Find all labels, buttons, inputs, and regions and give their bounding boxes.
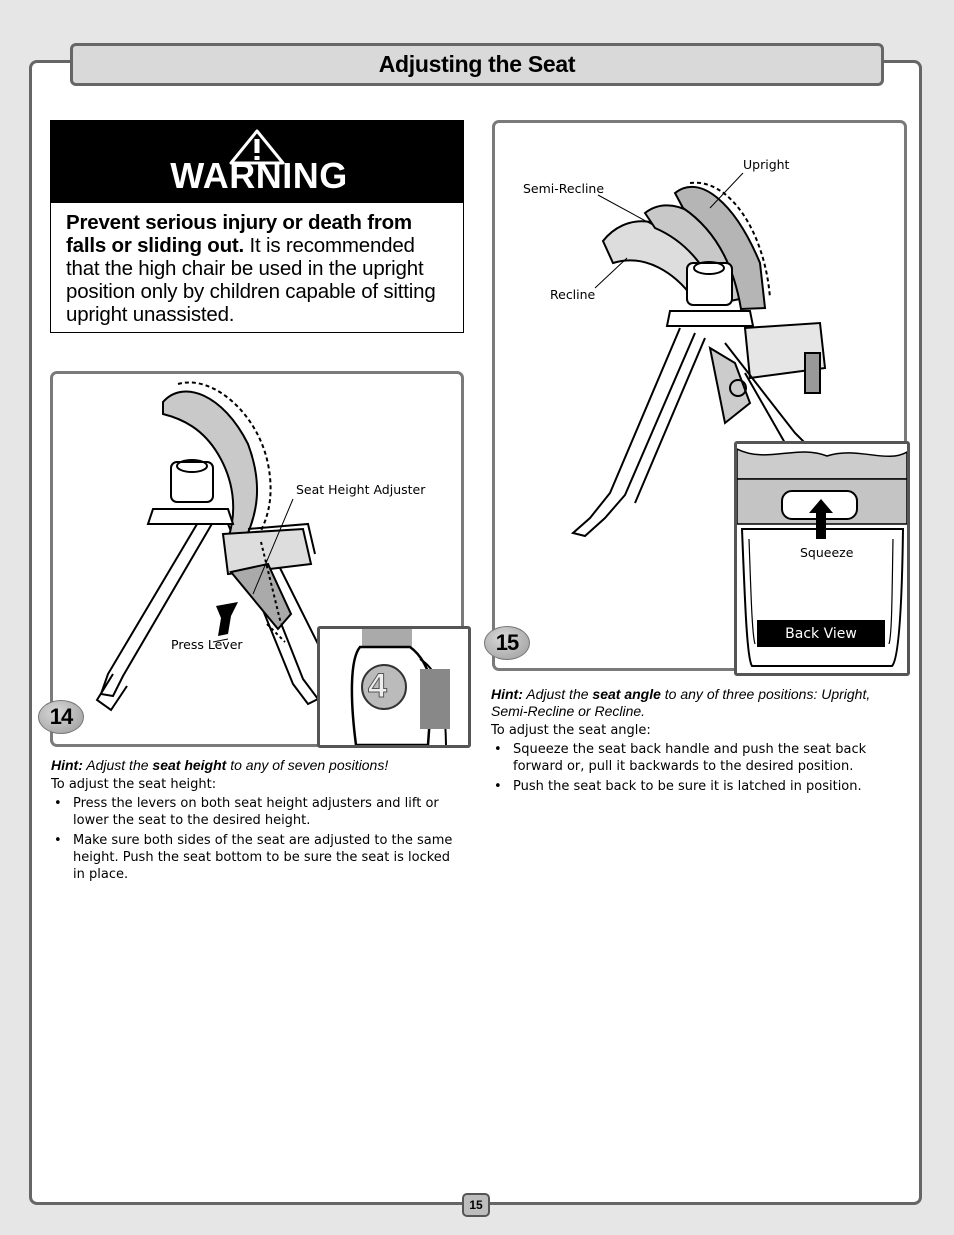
step15-hint-post: to any of three positions: Upright, Semi… [491, 686, 871, 719]
list-item: Press the levers on both seat height adj… [51, 795, 461, 829]
section-title: Adjusting the Seat [378, 51, 576, 77]
press-lever-label: Press Lever [171, 637, 243, 652]
step14-instructions: Hint: Adjust the seat height to any of s… [51, 757, 461, 886]
step14-hint-post: to any of seven positions! [226, 757, 389, 773]
warning-text: Prevent serious injury or death from fal… [51, 203, 463, 326]
list-item: Make sure both sides of the seat are adj… [51, 832, 461, 883]
step15-hint-pre: Adjust the [522, 686, 593, 702]
page-number: 15 [462, 1193, 490, 1217]
recline-label: Recline [550, 287, 596, 302]
step15-instructions: Hint: Adjust the seat angle to any of th… [491, 686, 896, 798]
highchair-seat-height-illustration [95, 381, 344, 712]
step14-subheading: To adjust the seat height: [51, 777, 217, 792]
semi-recline-label: Semi-Recline [523, 181, 605, 196]
warning-bold-text: Prevent serious injury or death from fal… [66, 211, 412, 257]
squeeze-arrow-icon [809, 499, 833, 539]
warning-triangle-icon [229, 129, 285, 165]
press-arrow-icon [216, 602, 238, 636]
list-item: Push the seat back to be sure it is latc… [491, 778, 896, 795]
adjuster-position-number: 4 [368, 667, 388, 706]
step15-bullet-list: Squeeze the seat back handle and push th… [491, 741, 896, 795]
step15-illustration-panel: Upright Semi-Recline Recline [492, 120, 907, 671]
step14-hint-label: Hint: [51, 757, 83, 773]
step-number-15: 15 [484, 626, 530, 660]
step14-bullet-list: Press the levers on both seat height adj… [51, 795, 461, 883]
section-title-bar: Adjusting the Seat [70, 43, 884, 86]
step-number-14: 14 [38, 700, 84, 734]
back-view-label: Back View [757, 620, 885, 647]
adjuster-detail-illustration [350, 629, 450, 747]
warning-box: WARNING Prevent serious injury or death … [50, 120, 464, 333]
step15-hint: Hint: Adjust the seat angle to any of th… [491, 686, 896, 720]
warning-heading: WARNING [170, 155, 348, 196]
upright-label: Upright [743, 157, 790, 172]
step15-subheading: To adjust the seat angle: [491, 723, 651, 738]
step15-hint-label: Hint: [491, 686, 523, 702]
list-item: Squeeze the seat back handle and push th… [491, 741, 896, 775]
squeeze-label: Squeeze [800, 545, 854, 560]
step15-hint-bold: seat angle [592, 686, 661, 702]
step14-hint-bold: seat height [152, 757, 227, 773]
highchair-recline-illustration [570, 172, 827, 538]
step14-hint: Hint: Adjust the seat height to any of s… [51, 757, 461, 774]
warning-body-text: It is recommended that the high chair be… [66, 234, 436, 326]
step14-hint-pre: Adjust the [82, 757, 153, 773]
step14-detail-inset: 4 [317, 626, 471, 748]
seat-height-adjuster-label: Seat Height Adjuster [296, 482, 426, 497]
warning-header: WARNING [51, 121, 463, 203]
step15-back-view-inset: Squeeze Back View [734, 441, 910, 676]
